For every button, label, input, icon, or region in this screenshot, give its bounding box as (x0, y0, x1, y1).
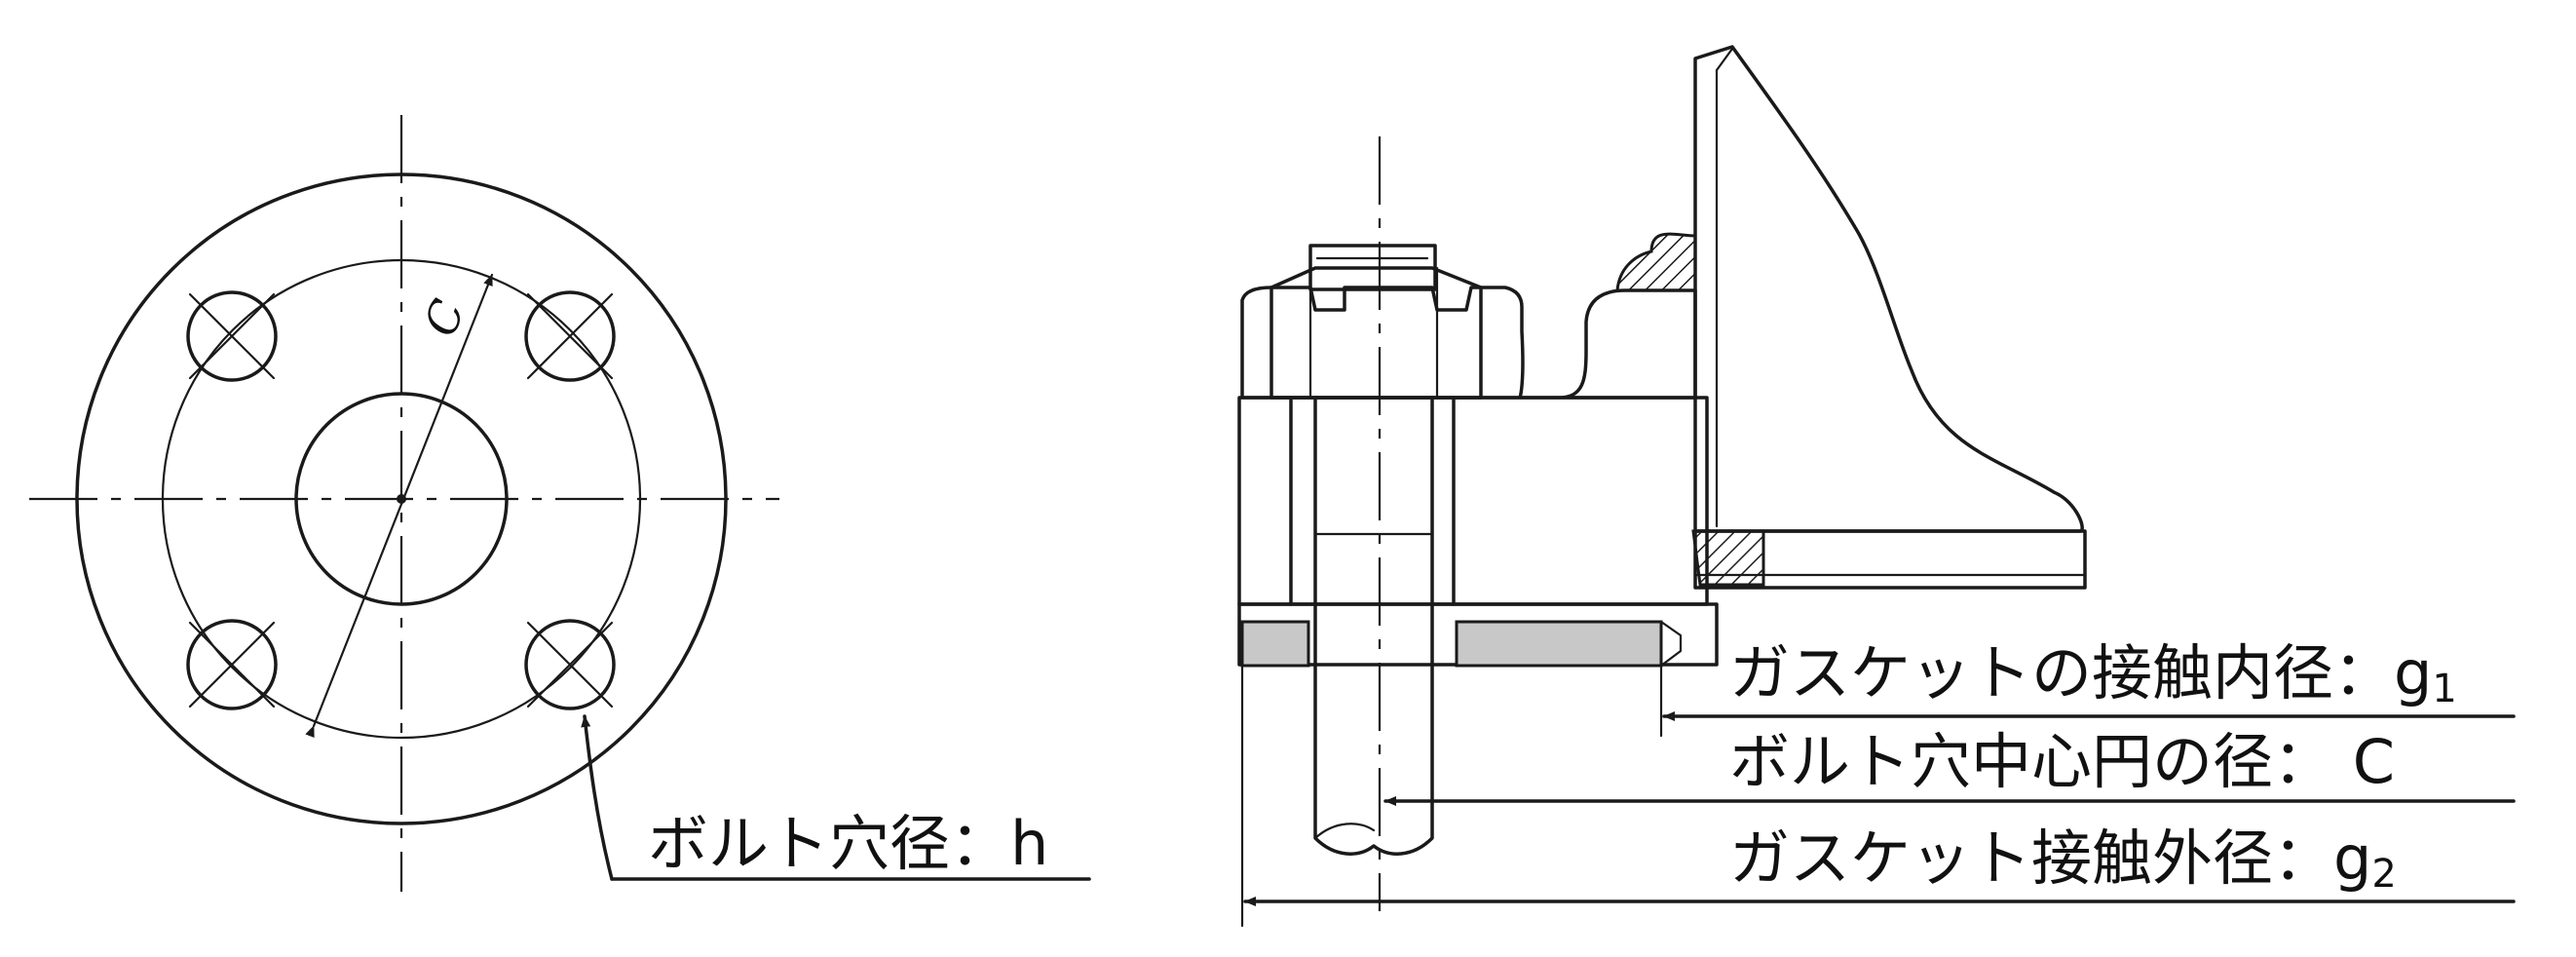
lower-flange-plate (1693, 529, 2087, 590)
gasket-left-section (1240, 620, 1310, 668)
bolt-hole-top-right (524, 290, 616, 382)
flange-section-view: ガスケットの接触内径：g1 ボルト穴中心円の径： C ガスケット接触外径：g2 (1237, 45, 2516, 928)
gasket-right-section (1455, 620, 1663, 668)
bolt-hole-diameter-label: ボルト穴径：h (648, 808, 1048, 879)
flange-front-view: C ボルト穴径：h (29, 115, 1091, 892)
gasket-inner-edge (1659, 620, 1683, 668)
bolt-circle-diameter-label: ボルト穴中心円の径： C (1729, 726, 2395, 797)
bolt-hole-top-left (186, 290, 278, 382)
bolt-circle-dimension-line (305, 273, 494, 739)
gasket-inner-diameter-label: ガスケットの接触内径：g1 (1729, 637, 2457, 711)
weld-bottom (1691, 529, 1765, 587)
vessel-wall-edge (1715, 47, 1734, 72)
bolt-hole-leader (581, 714, 614, 881)
vessel-wall (1693, 45, 2084, 533)
bolt-hole-bottom-left (186, 619, 278, 710)
bolt-hole-bottom-right (524, 619, 616, 710)
flange-outer-circle (75, 172, 728, 825)
weld-top (1615, 232, 1697, 292)
upper-flange-hub (1240, 286, 1697, 400)
upper-flange-body (1237, 396, 1709, 606)
bolt-shank (1313, 396, 1434, 856)
bolt-break-line (1313, 823, 1376, 840)
gasket-outer-diameter-label: ガスケット接触外径：g2 (1729, 823, 2397, 897)
dimension-symbol-c: C (414, 292, 475, 343)
